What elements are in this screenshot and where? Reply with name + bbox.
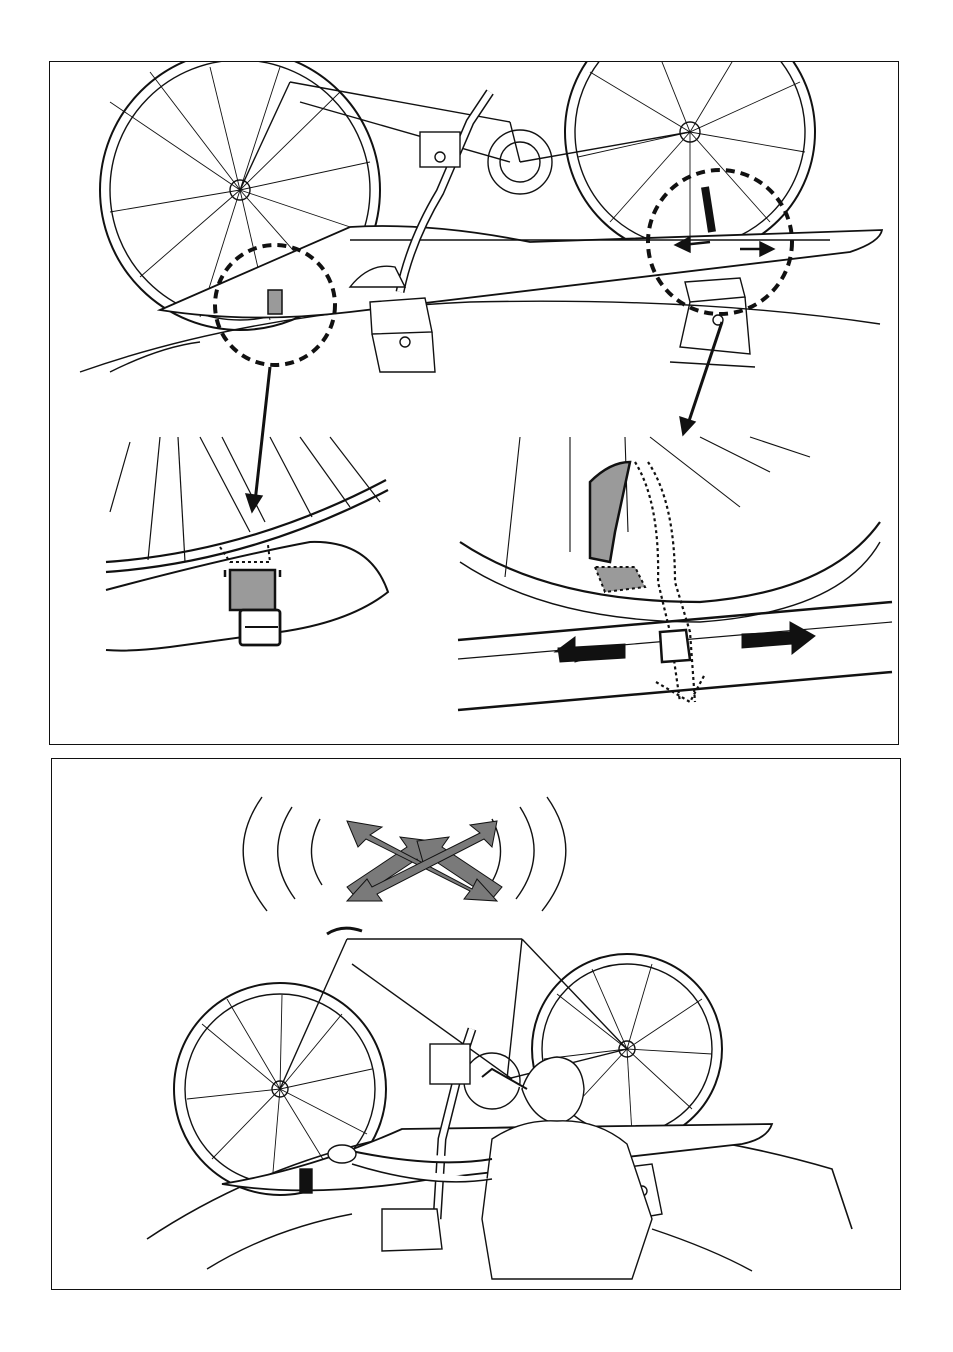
front-wheel-strap-detail <box>106 437 388 651</box>
stability-check-panel <box>51 758 901 1290</box>
push-arrow-icon <box>742 622 815 654</box>
roof-rack-foot-front-icon <box>382 1209 442 1251</box>
strap-fastening-panel <box>49 61 899 745</box>
callout-pointer-rear <box>688 322 722 424</box>
rear-wheel-icon <box>565 62 815 257</box>
shake-arrows-icon <box>347 821 502 901</box>
strap-icon <box>705 187 712 232</box>
strap-icon <box>300 1169 312 1193</box>
rear-wheel-strap-detail <box>458 437 892 710</box>
strap-icon <box>268 290 282 314</box>
person-icon <box>328 1057 652 1279</box>
strap-fastening-illustration <box>50 62 900 746</box>
stability-check-illustration <box>52 759 902 1291</box>
callout-pointer-front <box>255 367 270 502</box>
